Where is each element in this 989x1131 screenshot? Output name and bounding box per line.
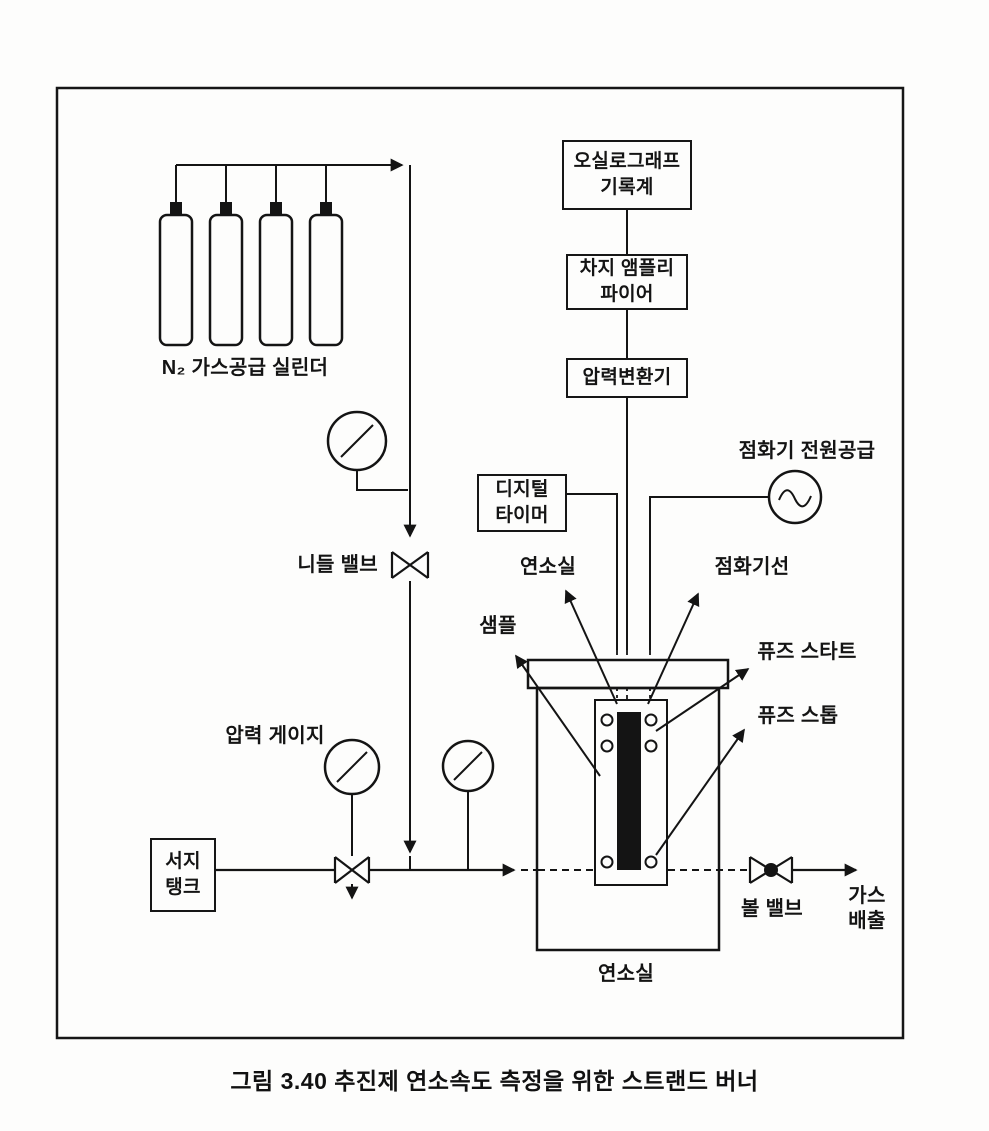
shutoff-valve-icon <box>333 856 371 900</box>
pressure-gauge-icon-left <box>323 738 381 856</box>
chamber-pointer <box>564 589 618 705</box>
ball-valve-label: 볼 밸브 <box>741 898 803 920</box>
chamber-inner-holder <box>594 699 668 886</box>
chamber-lid <box>526 658 730 690</box>
digital-timer-box: 디지털 타이머 <box>477 474 567 532</box>
fuse-start-label: 퓨즈 스타트 <box>757 641 857 663</box>
charge-amplifier-label-line1: 차지 앰플리 <box>579 258 675 280</box>
fuse-stop-pointer <box>655 728 745 856</box>
needle-valve-label: 니들 밸브 <box>297 554 378 576</box>
charge-amplifier-label-line2: 파이어 <box>600 284 654 305</box>
n2-supply-line <box>176 158 417 870</box>
fuse-terminals <box>600 713 658 869</box>
combustion-chamber-drawing <box>526 658 730 952</box>
figure-caption: 그림 3.40 추진제 연소속도 측정을 위한 스트랜드 버너 <box>230 1068 759 1094</box>
fuse-stop-label: 퓨즈 스톱 <box>757 705 839 727</box>
gas-cylinder-1 <box>158 165 194 347</box>
igniter-wire-pointer <box>647 592 700 705</box>
charge-amplifier-box: 차지 앰플리 파이어 <box>566 254 688 310</box>
pressure-transducer-box: 압력변환기 <box>566 358 688 398</box>
gas-cylinder-2 <box>208 165 244 347</box>
oscillograph-recorder-box: 오실로그래프 기록계 <box>562 140 692 210</box>
gas-outlet-label: 가스 배출 <box>836 884 898 934</box>
igniter-power-supply-icon <box>767 469 823 525</box>
gas-outlet-label-line1: 가스 <box>848 885 886 907</box>
oscillograph-label-line2: 기록계 <box>600 177 654 198</box>
callout-arrows <box>515 589 750 856</box>
igniter-wire-label: 점화기선 <box>714 556 790 578</box>
surge-tank-label-line2: 탱크 <box>165 877 201 898</box>
digital-timer-label-line1: 디지털 <box>495 479 549 501</box>
ball-valve-icon <box>748 856 794 884</box>
oscillograph-label-line1: 오실로그래프 <box>573 151 681 173</box>
pressure-gauge-label: 압력 게이지 <box>225 725 325 747</box>
surge-tank-box: 서지 탱크 <box>150 838 216 912</box>
chamber-body <box>535 686 721 952</box>
combustion-chamber-caption-label: 연소실 <box>597 963 655 985</box>
pressure-transducer-label: 압력변환기 <box>582 367 672 389</box>
instrument-wires <box>567 210 769 700</box>
n2-supply-label: N₂ 가스공급 실린더 <box>161 357 329 379</box>
sample-label: 샘플 <box>479 615 517 637</box>
gas-cylinder-3 <box>258 165 294 347</box>
diagram-frame <box>55 86 905 1040</box>
needle-valve-icon <box>390 551 430 579</box>
pressure-gauge-icon-top <box>326 410 408 491</box>
surge-tank-label-line1: 서지 <box>165 851 201 873</box>
propellant-strand <box>617 712 641 870</box>
pressure-gauge-icon-middle <box>441 739 495 870</box>
combustion-chamber-pointer-label: 연소실 <box>519 556 577 578</box>
gas-cylinder-bank <box>158 165 344 347</box>
digital-timer-label-line2: 타이머 <box>495 505 549 526</box>
sample-pointer <box>515 654 601 777</box>
fuse-start-pointer <box>655 668 750 732</box>
gas-cylinder-4 <box>308 165 344 347</box>
gas-outlet-label-line2: 배출 <box>848 910 886 932</box>
igniter-power-supply-label: 점화기 전원공급 <box>738 440 876 462</box>
